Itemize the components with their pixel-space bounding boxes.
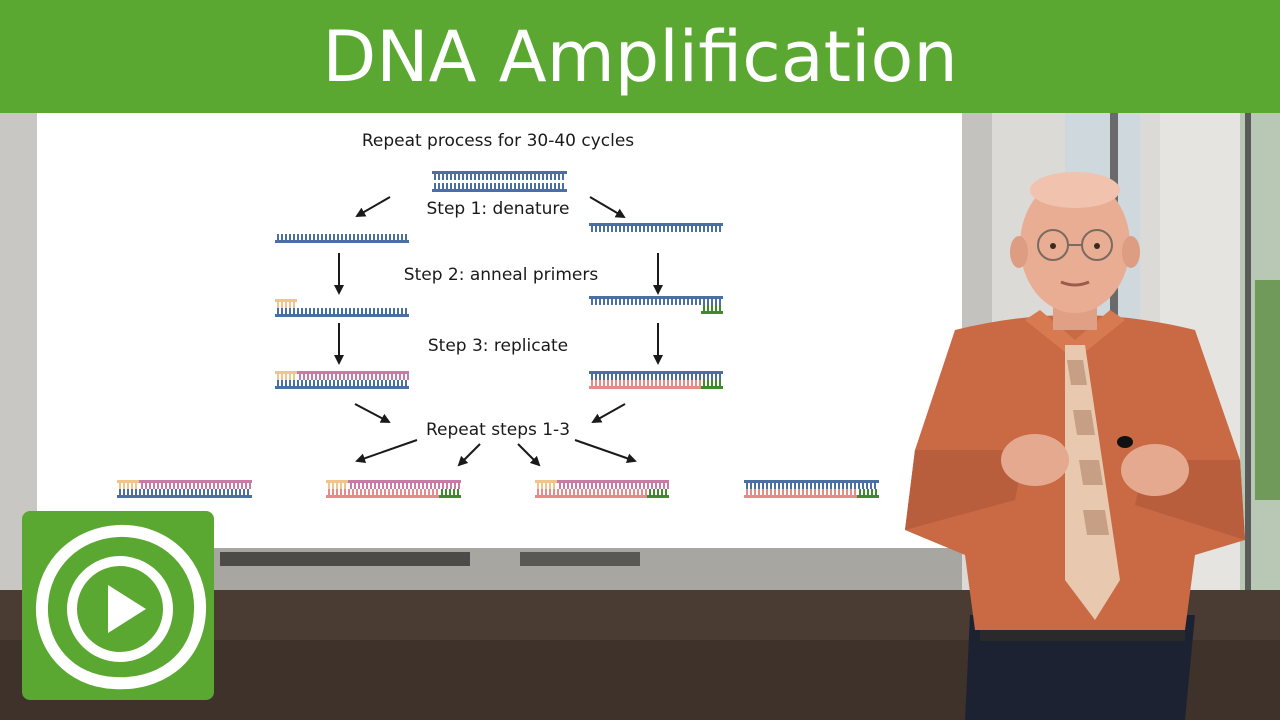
flow-arrow bbox=[591, 403, 626, 423]
primer-left bbox=[275, 299, 297, 308]
step1-label: Step 1: denature bbox=[426, 199, 569, 219]
whiteboard: Repeat process for 30-40 cycles Step 1: … bbox=[37, 113, 962, 548]
pcr-diagram: Repeat process for 30-40 cycles Step 1: … bbox=[117, 131, 879, 498]
flow-arrow bbox=[457, 443, 481, 467]
top-label: Repeat process for 30-40 cycles bbox=[362, 131, 634, 151]
title-bar: DNA Amplification bbox=[0, 0, 1280, 113]
prod4-new bbox=[744, 489, 857, 498]
strand-left-annealed bbox=[275, 308, 409, 317]
presenter bbox=[905, 172, 1245, 720]
primer-right-rep bbox=[701, 380, 723, 389]
prod2-new bbox=[348, 480, 461, 489]
strand-right-replicated bbox=[589, 371, 723, 380]
primer-left-rep bbox=[275, 371, 297, 380]
prod1-new bbox=[139, 480, 252, 489]
strand-right-annealed bbox=[589, 296, 723, 305]
prod3-primer-b bbox=[647, 489, 669, 498]
prod1-primer bbox=[117, 480, 139, 489]
prod3-primer bbox=[535, 480, 557, 489]
prod4-template bbox=[744, 480, 879, 489]
prod2-primer bbox=[326, 480, 348, 489]
brand-logo bbox=[22, 511, 214, 700]
strand-top-original-b bbox=[432, 183, 567, 192]
strand-left-replicated bbox=[275, 380, 409, 389]
strand-left-denatured bbox=[275, 234, 409, 243]
strand-right-denatured bbox=[589, 223, 723, 232]
step2-label: Step 2: anneal primers bbox=[404, 265, 599, 285]
prod1-template bbox=[117, 489, 252, 498]
prod4-primer bbox=[857, 489, 879, 498]
flow-arrow bbox=[517, 443, 541, 467]
flow-arrow bbox=[574, 439, 637, 464]
prod2-primer-b bbox=[439, 489, 461, 498]
page-title: DNA Amplification bbox=[322, 15, 958, 98]
new-right-rep bbox=[589, 380, 701, 389]
flow-arrow bbox=[355, 439, 418, 464]
flow-arrow bbox=[355, 196, 391, 217]
strand-top-original-a bbox=[432, 171, 567, 180]
primer-right bbox=[701, 305, 723, 314]
play-circle-icon bbox=[35, 524, 207, 690]
new-left-rep bbox=[297, 371, 409, 380]
prod3-new bbox=[557, 480, 669, 489]
repeat-label: Repeat steps 1-3 bbox=[426, 420, 570, 440]
prod2-new-b bbox=[326, 489, 439, 498]
flow-arrow bbox=[354, 403, 391, 423]
step3-label: Step 3: replicate bbox=[428, 336, 568, 356]
flow-arrow bbox=[589, 196, 626, 219]
prod3-new-b bbox=[535, 489, 647, 498]
